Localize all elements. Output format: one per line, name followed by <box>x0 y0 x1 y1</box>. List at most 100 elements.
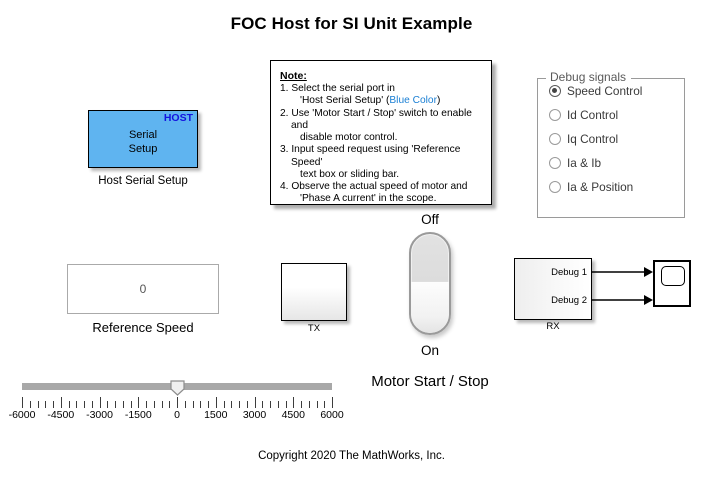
note-item: 4. Observe the actual speed of motor and… <box>280 181 485 205</box>
slider-tick-minor <box>324 401 326 408</box>
slider-tick-major <box>332 397 333 408</box>
note-item-text: Use 'Motor Start / Stop' switch to enabl… <box>291 107 472 131</box>
radio-button-icon[interactable] <box>549 181 561 193</box>
slider-tick-minor <box>153 401 155 408</box>
reference-speed-caption: Reference Speed <box>92 320 194 335</box>
slider-tick-label: 6000 <box>320 409 344 421</box>
note-item-continuation: text box or sliding bar. <box>300 168 400 180</box>
slider-tick-minor <box>246 401 248 408</box>
slider-tick-minor <box>122 401 124 408</box>
slider-tick-marks <box>22 396 333 408</box>
host-block-line2: Setup <box>128 143 158 155</box>
slider-tick-minor <box>184 401 186 408</box>
slider-tick-major <box>293 397 295 408</box>
reference-speed-input[interactable]: 0 <box>67 264 219 314</box>
slider-tick-minor <box>277 401 279 408</box>
scope-screen-icon <box>661 266 685 286</box>
note-cont-post: ) <box>436 95 441 107</box>
radio-label: Id Control <box>567 108 619 122</box>
slider-tick-label: 4500 <box>281 409 305 421</box>
slider-tick-label: 1500 <box>204 409 228 421</box>
host-serial-setup-block[interactable]: HOST Serial Setup <box>88 110 198 168</box>
radio-iq-control[interactable]: Iq Control <box>549 127 684 151</box>
slider-tick-major <box>138 397 140 408</box>
slider-tick-minor <box>200 401 202 408</box>
note-item-number: 4. <box>280 181 289 193</box>
slider-tick-label: -1500 <box>124 409 152 421</box>
slider-tick-major <box>60 397 62 408</box>
slider-tick-minor <box>130 401 132 408</box>
slider-tick-label: 3000 <box>242 409 267 421</box>
slider-tick-minor <box>84 401 85 408</box>
radio-button-icon[interactable] <box>549 85 561 97</box>
radio-label: Speed Control <box>567 84 643 98</box>
slider-thumb[interactable] <box>169 380 185 396</box>
note-item: 3. Input speed request using 'Reference … <box>280 144 485 180</box>
host-tag-label: HOST <box>163 112 193 124</box>
radio-speed-control[interactable]: Speed Control <box>549 79 684 103</box>
radio-button-icon[interactable] <box>549 109 561 121</box>
slider-tick-major <box>22 397 23 408</box>
slider-tick-minor <box>161 401 163 408</box>
slider-tick-minor <box>239 401 240 408</box>
toggle-on-label: On <box>420 343 439 358</box>
host-serial-setup-caption: Host Serial Setup <box>98 175 188 187</box>
radio-button-icon[interactable] <box>549 157 561 169</box>
slider-tick-label: -3000 <box>86 409 113 421</box>
tx-block-caption: TX <box>307 323 321 334</box>
slider-tick-minor <box>107 401 109 408</box>
slider-tick-minor <box>91 401 93 408</box>
slider-tick-major <box>99 397 101 408</box>
toggle-knob[interactable] <box>411 282 449 333</box>
note-item-continuation: disable motor control. <box>300 131 398 143</box>
copyright-text: Copyright 2020 The MathWorks, Inc. <box>258 450 445 462</box>
tx-block[interactable] <box>281 263 347 321</box>
slider-tick-minor <box>316 401 318 408</box>
slider-tick-minor <box>192 401 194 408</box>
scope-block[interactable] <box>653 260 691 307</box>
radio-ia-position[interactable]: Ia & Position <box>549 175 684 199</box>
host-block-line1: Serial <box>128 129 158 141</box>
note-item-number: 1. <box>280 83 289 94</box>
note-title: Note: <box>280 70 307 82</box>
slider-tick-major <box>254 397 256 408</box>
slider-tick-minor <box>301 401 302 408</box>
radio-ia-ib[interactable]: Ia & Ib <box>549 151 684 175</box>
toggle-off-label: Off <box>421 212 439 227</box>
debug-signals-legend: Debug signals <box>546 70 632 84</box>
slider-tick-label: -4500 <box>47 409 75 421</box>
host-serial-setup-body[interactable]: HOST Serial Setup <box>88 110 198 168</box>
slider-tick-label: 0 <box>174 409 180 421</box>
slider-tick-minor <box>115 401 116 408</box>
slider-tick-minor <box>223 401 225 408</box>
rx-block-caption: RX <box>546 321 560 332</box>
note-item-continuation: 'Host Serial Setup' (Blue Color) <box>291 95 485 107</box>
page-title: FOC Host for SI Unit Example <box>230 14 473 33</box>
slider-tick-minor <box>53 401 54 408</box>
rx-port-debug2-label: Debug 2 <box>551 295 587 306</box>
motor-start-stop-toggle[interactable] <box>409 232 451 335</box>
slider-tick-minor <box>285 401 287 408</box>
radio-button-icon[interactable] <box>549 133 561 145</box>
slider-tick-major <box>177 397 178 408</box>
blue-color-link: Blue Color <box>389 95 437 107</box>
slider-tick-minor <box>76 401 78 408</box>
slider-tick-minor <box>45 401 47 408</box>
slider-tick-minor <box>169 401 171 408</box>
radio-id-control[interactable]: Id Control <box>549 103 684 127</box>
debug-signals-panel: Debug signals Speed Control Id Control I… <box>537 70 685 218</box>
slider-tick-minor <box>231 401 233 408</box>
note-box: Note: 1. Select the serial port in 'Host… <box>270 60 492 205</box>
note-cont-pre: 'Host Serial Setup' ( <box>300 95 390 107</box>
slider-tick-minor <box>308 401 310 408</box>
note-item: 2. Use 'Motor Start / Stop' switch to en… <box>280 108 485 144</box>
slider-tick-labels: -6000 -4500 -3000 -1500 0 1500 3000 4500 6000 <box>9 409 344 423</box>
slider-tick-label: -6000 <box>8 409 36 421</box>
slider-tick-minor <box>208 401 209 408</box>
slider-tick-minor <box>68 401 70 408</box>
radio-label: Ia & Position <box>567 180 634 194</box>
note-item-text: Input speed request using 'Reference Spe… <box>291 144 461 168</box>
note-item-number: 2. <box>280 107 289 119</box>
slider-tick-major <box>215 397 217 408</box>
rx-block[interactable]: Debug 1 Debug 2 <box>514 258 592 320</box>
